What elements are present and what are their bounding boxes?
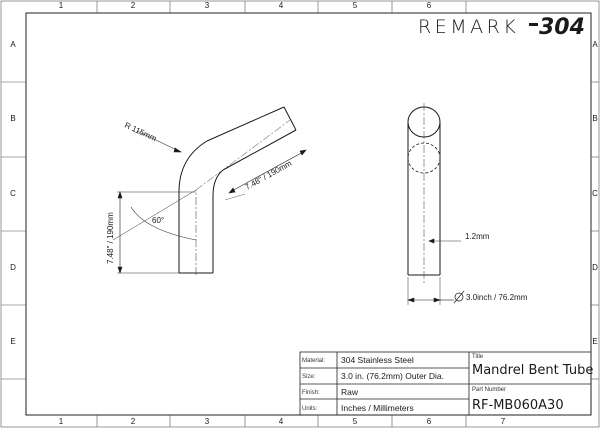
end-view-dimension-lines [407,238,454,303]
diameter-symbol-icon [453,290,465,304]
zone-row-left-a: A [10,40,16,49]
brand-suffix: 304 [539,15,585,40]
zone-row-left-c: C [10,189,16,198]
zone-row-left-e: E [10,337,15,346]
zone-col-bottom-4: 4 [279,417,284,426]
units-label: Units: [302,406,318,412]
zone-row-right-e: E [592,337,597,346]
zone-col-top-2: 2 [131,1,136,10]
zone-row-left-d: D [10,263,16,272]
material-label: Material: [302,358,325,364]
zone-col-top-4: 4 [279,1,284,10]
zone-row-right-c: C [592,189,598,198]
zone-col-bottom-1: 1 [59,417,64,426]
zone-col-bottom-6: 6 [427,417,432,426]
size-value: 3.0 in. (76.2mm) Outer Dia. [341,371,444,381]
bend-radius-label: R 115mm [123,121,158,144]
brand-dash [529,23,538,26]
finish-label: Finish: [302,390,320,396]
side-view-construction-lines [112,119,291,275]
zone-col-bottom-5: 5 [353,417,358,426]
units-value: Inches / Millimeters [341,403,414,413]
size-label: Size: [302,374,316,380]
zone-col-top-3: 3 [205,1,210,10]
zone-col-top-1: 1 [59,1,64,10]
diameter-label: 3.0inch / 76.2mm [466,293,528,302]
zone-col-bottom-7: 7 [501,417,506,426]
wall-thickness-label: 1.2mm [465,232,490,241]
vertical-length-label: 7.48" / 190mm [106,212,115,264]
zone-row-right-a: A [592,40,598,49]
part-number: RF-MB060A30 [472,398,564,413]
zone-row-right-b: B [592,114,597,123]
material-value: 304 Stainless Steel [341,355,414,365]
zone-row-left-b: B [10,114,15,123]
brand-prefix: REMARK [418,16,519,38]
bent-tube-side-view [178,106,297,274]
zone-col-bottom-2: 2 [131,417,136,426]
zone-row-right-d: D [592,263,598,272]
angled-length-label: 7.48" / 190mm [244,159,294,192]
side-view-dimension-lines [117,147,307,274]
finish-value: Raw [341,387,359,397]
drawing-title: Mandrel Bent Tube [472,363,593,378]
zone-col-top-5: 5 [353,1,358,10]
title-block [299,351,592,416]
bend-angle-label: 60° [152,216,164,225]
brand-logo: REMARK 304 [418,15,585,40]
zone-col-bottom-3: 3 [205,417,210,426]
part-number-label: Part Number [472,387,506,393]
title-label: Title [472,354,484,360]
zone-col-top-6: 6 [427,1,432,10]
end-view-construction-lines [407,103,461,305]
